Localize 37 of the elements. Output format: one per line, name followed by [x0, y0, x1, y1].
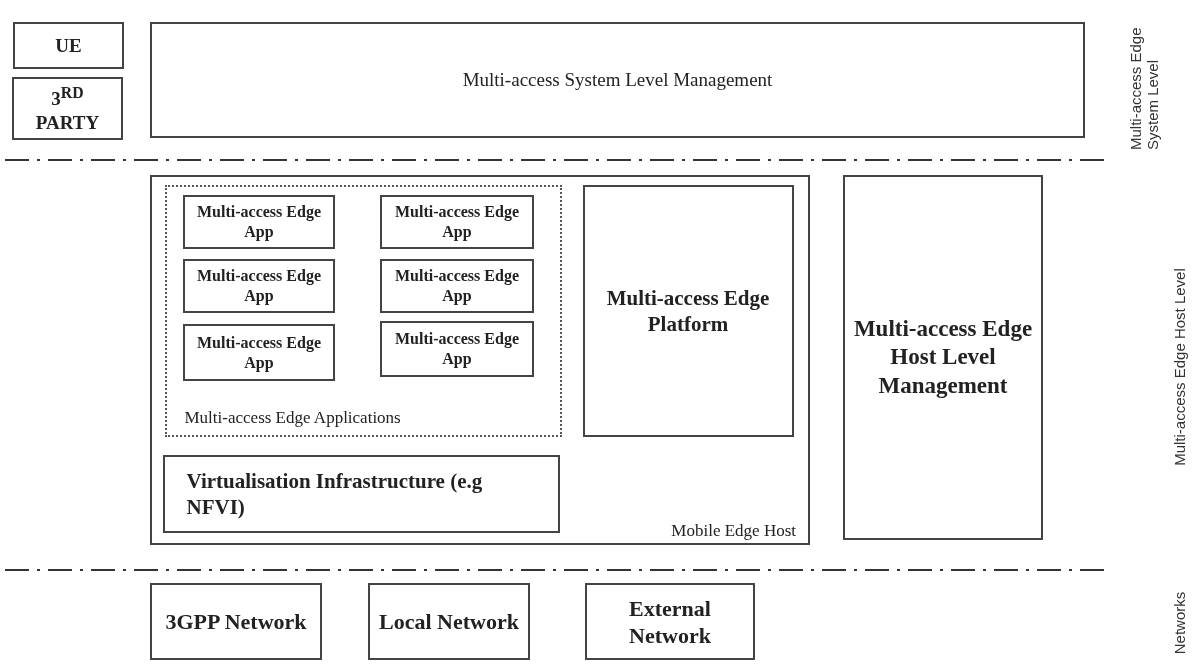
box-label: Multi-access Edge Platform	[605, 284, 771, 337]
box-label: Multi-access Edge App	[196, 202, 322, 242]
component-box	[13, 22, 124, 69]
level-label: Multi-access Edge System Level	[1128, 26, 1161, 150]
component-box	[183, 259, 335, 313]
box-label: Multi-access Edge App	[394, 266, 520, 306]
component-box	[183, 195, 335, 249]
box-label: Local Network	[378, 607, 520, 636]
component-box	[183, 324, 335, 381]
component-box	[12, 77, 123, 140]
component-box	[585, 583, 755, 660]
dotted-group-frame	[164, 184, 562, 437]
component-box	[368, 583, 530, 660]
component-box	[150, 22, 1085, 138]
box-label: Multi-access Edge App	[196, 332, 322, 373]
box-label: Multi-access System Level Management	[461, 68, 774, 92]
box-label: 3$^{RD}$ PARTY	[34, 82, 101, 135]
box-label: Multi-access Edge App	[394, 202, 520, 242]
component-box	[380, 259, 534, 313]
box-label: Multi-access Edge App	[196, 266, 322, 306]
component-box	[150, 583, 322, 660]
box-label: Virtualisation Infrastructure (e.g NFVI)	[186, 467, 484, 520]
container-box	[150, 175, 810, 545]
box-label: UE	[54, 33, 83, 58]
component-box	[380, 195, 534, 249]
box-label: Multi-access Edge App	[394, 329, 520, 369]
component-box	[582, 184, 794, 437]
level-label: Multi-access Edge Host Level	[1172, 267, 1189, 468]
box-label: External Network	[628, 594, 712, 649]
group-label: Multi-access Edge Applications	[184, 407, 401, 429]
component-box	[843, 175, 1043, 540]
box-label: 3GPP Network	[164, 607, 308, 636]
component-box	[162, 454, 560, 533]
group-label: Mobile Edge Host	[671, 519, 796, 541]
level-label: Networks	[1172, 590, 1189, 657]
component-box	[380, 321, 534, 377]
box-label: Multi-access Edge Host Level Management	[853, 314, 1033, 400]
